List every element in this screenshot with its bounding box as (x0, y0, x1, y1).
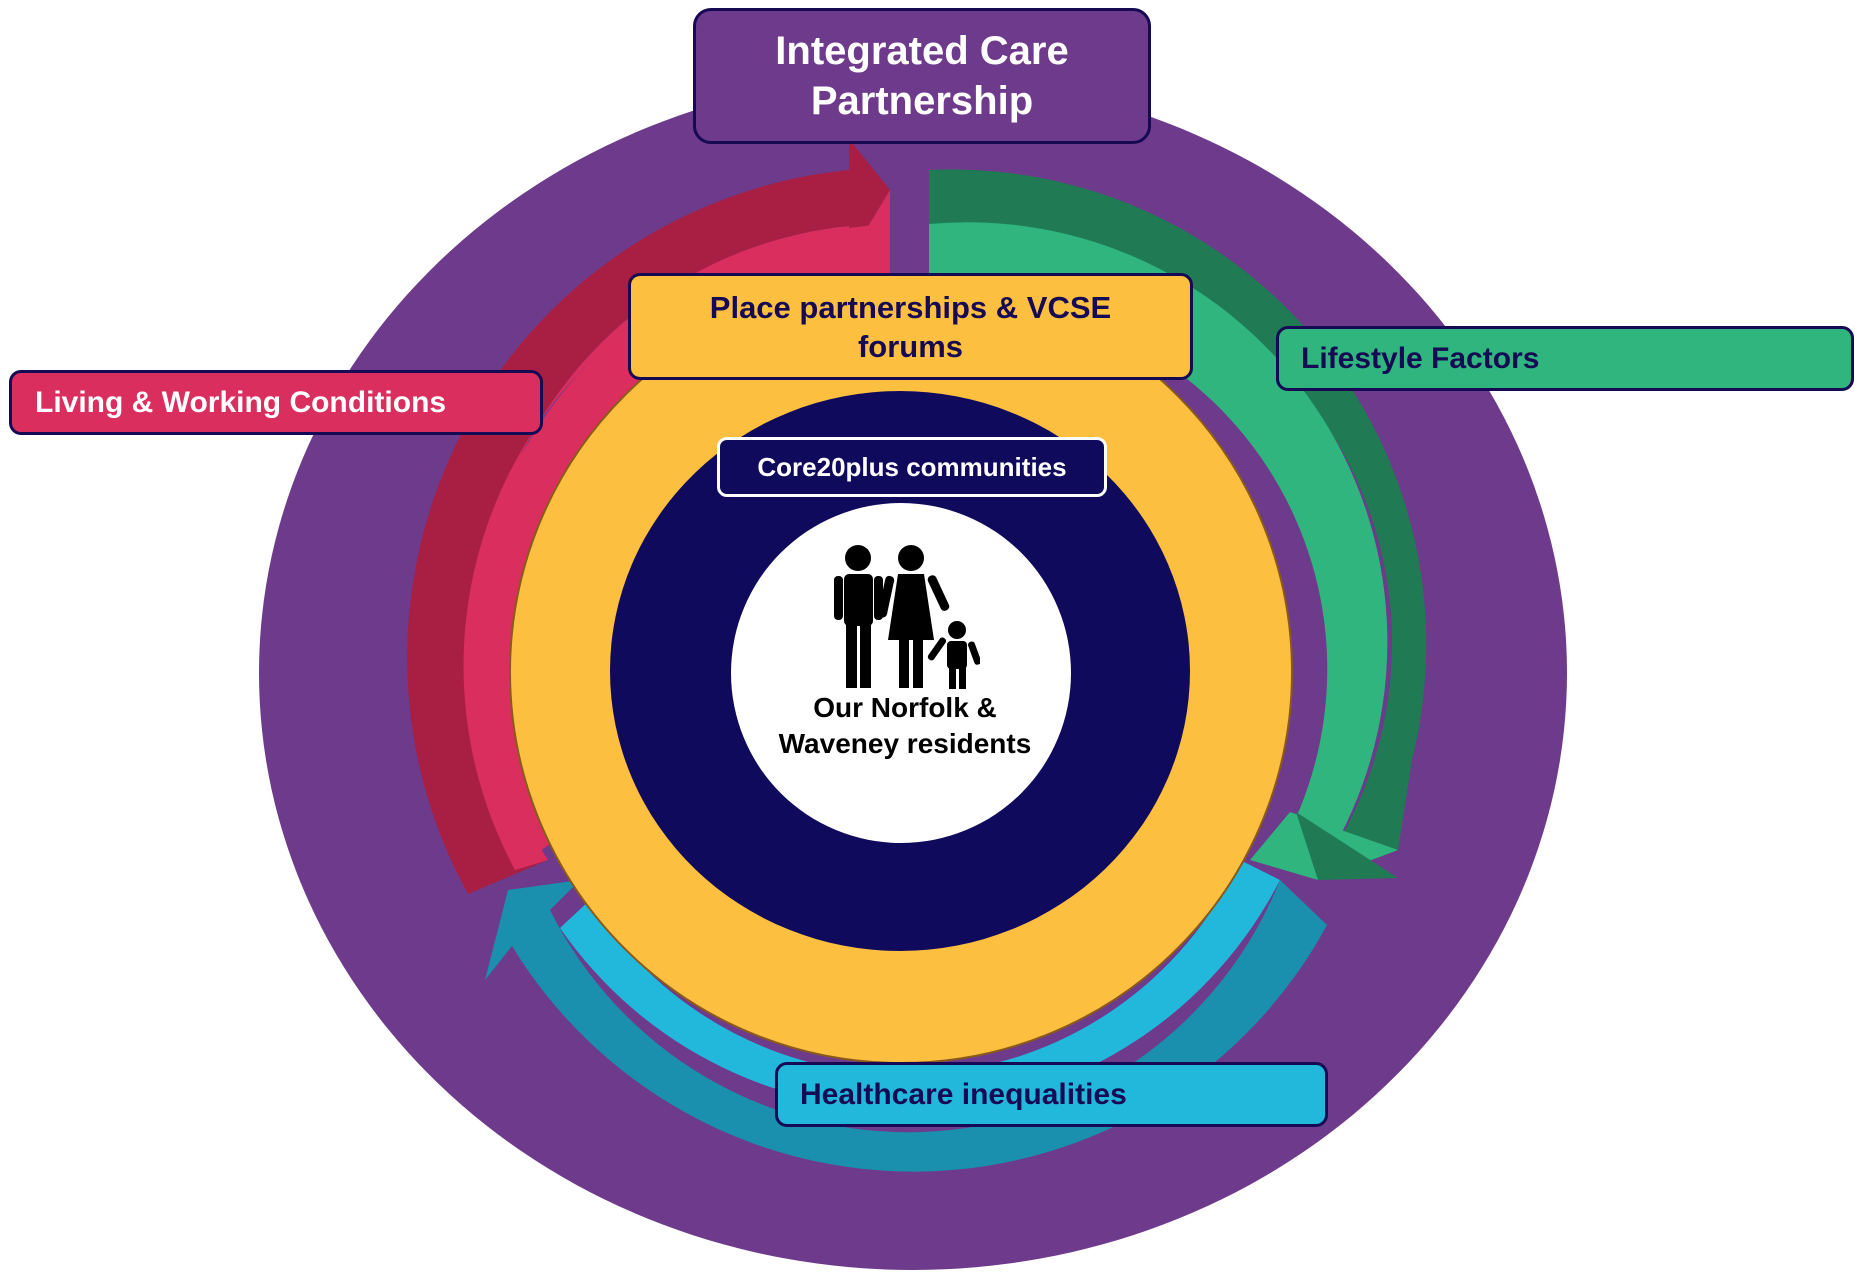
integrated-care-title-line1: Integrated Care (775, 29, 1069, 73)
place-partnerships-box: Place partnerships & VCSE forums (628, 273, 1193, 380)
place-partnerships-line2: forums (857, 328, 964, 364)
integrated-care-title-line2: Partnership (810, 79, 1034, 123)
integrated-care-partnership-box: Integrated Care Partnership (693, 8, 1151, 144)
healthcare-arrow-face (560, 860, 1280, 1110)
core20plus-label: Core20plus communities (717, 437, 1107, 497)
living-conditions-label: Living & Working Conditions (9, 370, 543, 435)
healthcare-inequalities-label: Healthcare inequalities (775, 1062, 1328, 1127)
residents-label-line2: Waveney residents (778, 728, 1032, 759)
lifestyle-arrow-tip (1296, 812, 1398, 880)
lifestyle-arrow-face (929, 222, 1388, 836)
residents-label: Our Norfolk & Waveney residents (740, 690, 1070, 762)
place-partnerships-line1: Place partnerships & VCSE (709, 289, 1112, 325)
lifestyle-factors-label: Lifestyle Factors (1276, 326, 1854, 391)
family-icon (834, 545, 980, 689)
residents-label-line1: Our Norfolk & (813, 692, 997, 723)
living-conditions-arrow-face (466, 224, 890, 870)
